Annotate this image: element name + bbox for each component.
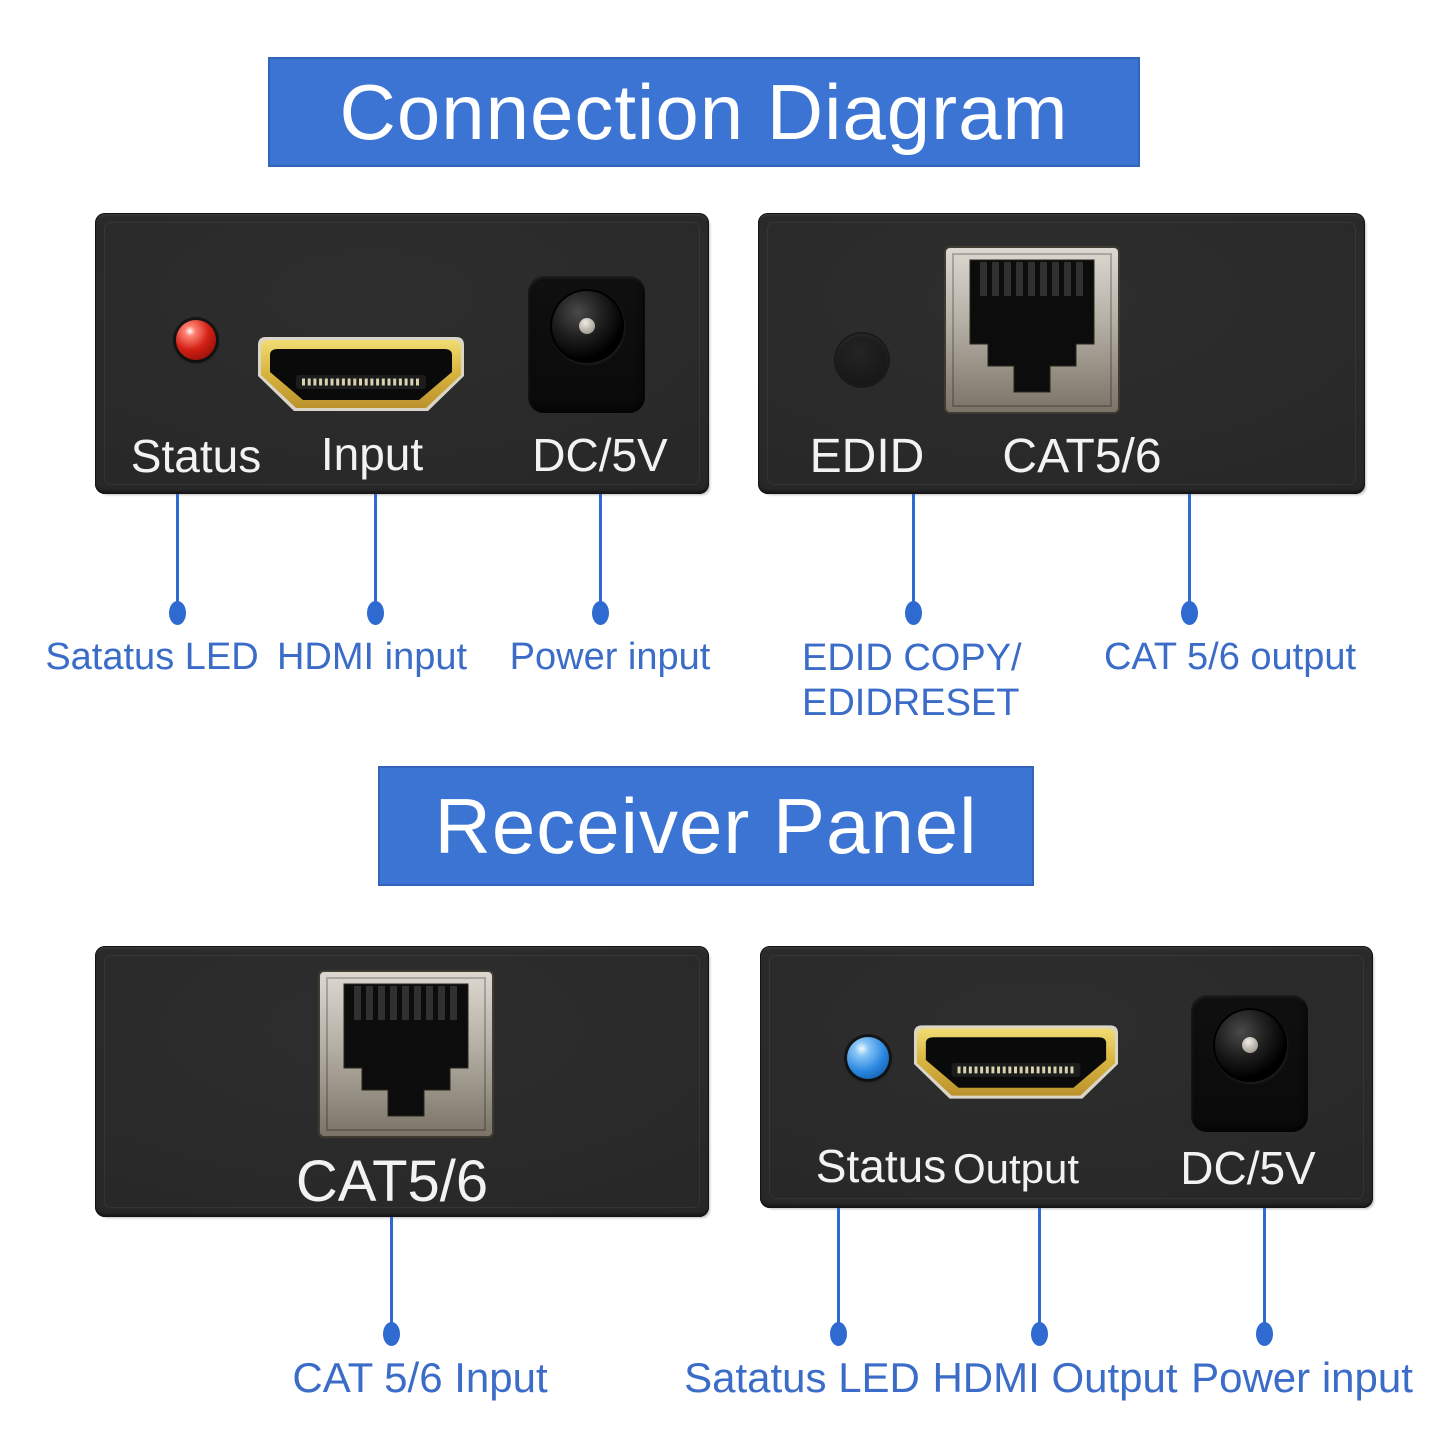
cat56-input-port-label: CAT5/6 <box>295 1149 489 1214</box>
callout-line-hdmi-input <box>374 494 377 604</box>
callout-line-power-input-rx <box>1263 1208 1266 1325</box>
receiver-panel-banner: Receiver Panel <box>378 766 1034 886</box>
dc5v-port-label: DC/5V <box>532 429 668 481</box>
edid-button-icon <box>836 334 888 386</box>
status-port-label: Status <box>130 430 262 482</box>
callout-dot-hdmi-output <box>1031 1322 1048 1346</box>
callout-label-status-led: Satatus LED <box>45 636 259 678</box>
status-led-blue-icon <box>847 1037 889 1079</box>
status-port-label: Status <box>815 1140 947 1192</box>
connection-diagram-title: Connection Diagram <box>339 67 1069 156</box>
output-port-label: Output <box>952 1145 1080 1192</box>
transmitter-rear-panel: EDID CAT5/6 <box>758 213 1365 494</box>
callout-line-cat56-input <box>390 1217 393 1325</box>
receiver-rear-panel: CAT5/6 <box>95 946 709 1217</box>
input-port-label: Input <box>320 428 424 480</box>
callout-line-power-input <box>599 494 602 604</box>
callout-dot-hdmi-input <box>367 601 384 625</box>
callout-line-status-led <box>176 494 179 604</box>
callout-label-edid-copy: EDID COPY/ EDIDRESET <box>802 636 1022 726</box>
transmitter-front-panel: Status Input DC/5V <box>95 213 709 494</box>
callout-label-edid-copy-line2: EDIDRESET <box>802 682 1020 724</box>
callout-dot-cat56-input <box>383 1322 400 1346</box>
callout-label-hdmi-input: HDMI input <box>276 636 468 678</box>
callout-label-power-input-rx: Power input <box>1191 1354 1413 1401</box>
status-led-red-icon <box>176 320 216 360</box>
cat56-input-port-icon <box>318 970 494 1138</box>
callout-label-status-led-rx: Satatus LED <box>684 1354 920 1401</box>
dc-jack-hole <box>1212 1008 1287 1082</box>
hdmi-input-port-icon <box>258 337 464 411</box>
cat56-port-label: CAT5/6 <box>1002 430 1162 483</box>
callout-dot-status-led <box>169 601 186 625</box>
callout-label-edid-copy-line1: EDID COPY/ <box>802 637 1022 679</box>
callout-dot-power-input <box>592 601 609 625</box>
callout-line-hdmi-output <box>1038 1208 1041 1325</box>
dc-jack-pin <box>1241 1037 1258 1053</box>
callout-label-cat56-input: CAT 5/6 Input <box>292 1354 548 1401</box>
dc-jack-hole <box>549 289 624 363</box>
callout-dot-cat56-output <box>1181 601 1198 625</box>
hdmi-output-port-icon <box>913 1025 1119 1099</box>
cat56-output-port-icon <box>944 246 1120 414</box>
callout-dot-status-led-rx <box>830 1322 847 1346</box>
dc-power-jack-icon <box>528 276 645 413</box>
callout-label-cat56-output: CAT 5/6 output <box>1103 636 1357 678</box>
connection-diagram-banner: Connection Diagram <box>268 57 1140 167</box>
dc-jack-pin <box>578 318 595 334</box>
dc5v-port-label: DC/5V <box>1180 1142 1316 1194</box>
callout-label-hdmi-output: HDMI Output <box>932 1354 1178 1401</box>
callout-dot-edid-copy <box>905 601 922 625</box>
callout-label-power-input: Power input <box>509 636 711 678</box>
dc-power-jack-icon <box>1191 995 1308 1132</box>
callout-line-status-led-rx <box>837 1208 840 1325</box>
callout-line-cat56-output <box>1188 494 1191 604</box>
callout-dot-power-input-rx <box>1256 1322 1273 1346</box>
edid-port-label: EDID <box>809 430 925 483</box>
callout-line-edid-copy <box>912 494 915 604</box>
receiver-panel-title: Receiver Panel <box>434 781 978 870</box>
receiver-front-panel: Status Output DC/5V <box>760 946 1373 1208</box>
